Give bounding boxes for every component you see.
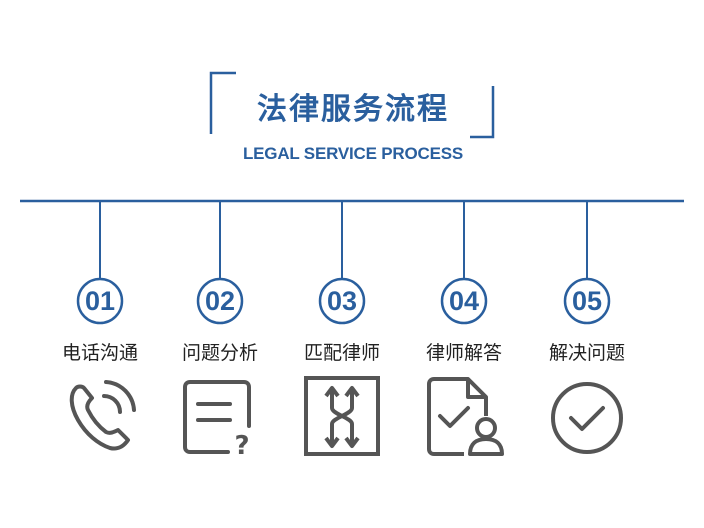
step-number-circle: [318, 277, 366, 325]
document-question-icon: ?: [183, 380, 251, 458]
step-number-circle: [76, 277, 124, 325]
phone-icon: [69, 380, 136, 451]
page-title: 法律服务流程: [257, 92, 449, 127]
step-number-circle: [196, 277, 244, 325]
step-number: 05: [571, 286, 603, 316]
check-circle-icon: [551, 382, 623, 454]
step-number: 02: [204, 286, 236, 316]
step-label: 问题分析: [181, 342, 258, 364]
step-label: 匹配律师: [303, 342, 380, 364]
exchange-arrows-icon: [304, 376, 380, 456]
step-2: 02 问题分析 ?: [160, 0, 280, 528]
step-5: 05 解决问题: [527, 0, 647, 528]
step-number: 04: [448, 286, 480, 316]
step-label: 律师解答: [425, 342, 502, 364]
title-block: 法律服务流程 LEGAL SERVICE PROCESS: [0, 0, 704, 180]
step-number-circle: [440, 277, 488, 325]
step-number: 01: [84, 286, 116, 316]
step-1: 01 电话沟通: [40, 0, 160, 528]
step-number-circle: [563, 277, 611, 325]
svg-text:?: ?: [234, 431, 249, 458]
document-user-icon: [427, 377, 504, 456]
step-number: 03: [326, 286, 358, 316]
step-3: 03 匹配律师: [282, 0, 402, 528]
step-label: 解决问题: [548, 342, 625, 364]
step-4: 04 律师解答: [404, 0, 524, 528]
title-frame: [209, 71, 495, 139]
page-subtitle: LEGAL SERVICE PROCESS: [242, 144, 463, 163]
step-label: 电话沟通: [61, 342, 138, 364]
timeline: [20, 199, 684, 280]
